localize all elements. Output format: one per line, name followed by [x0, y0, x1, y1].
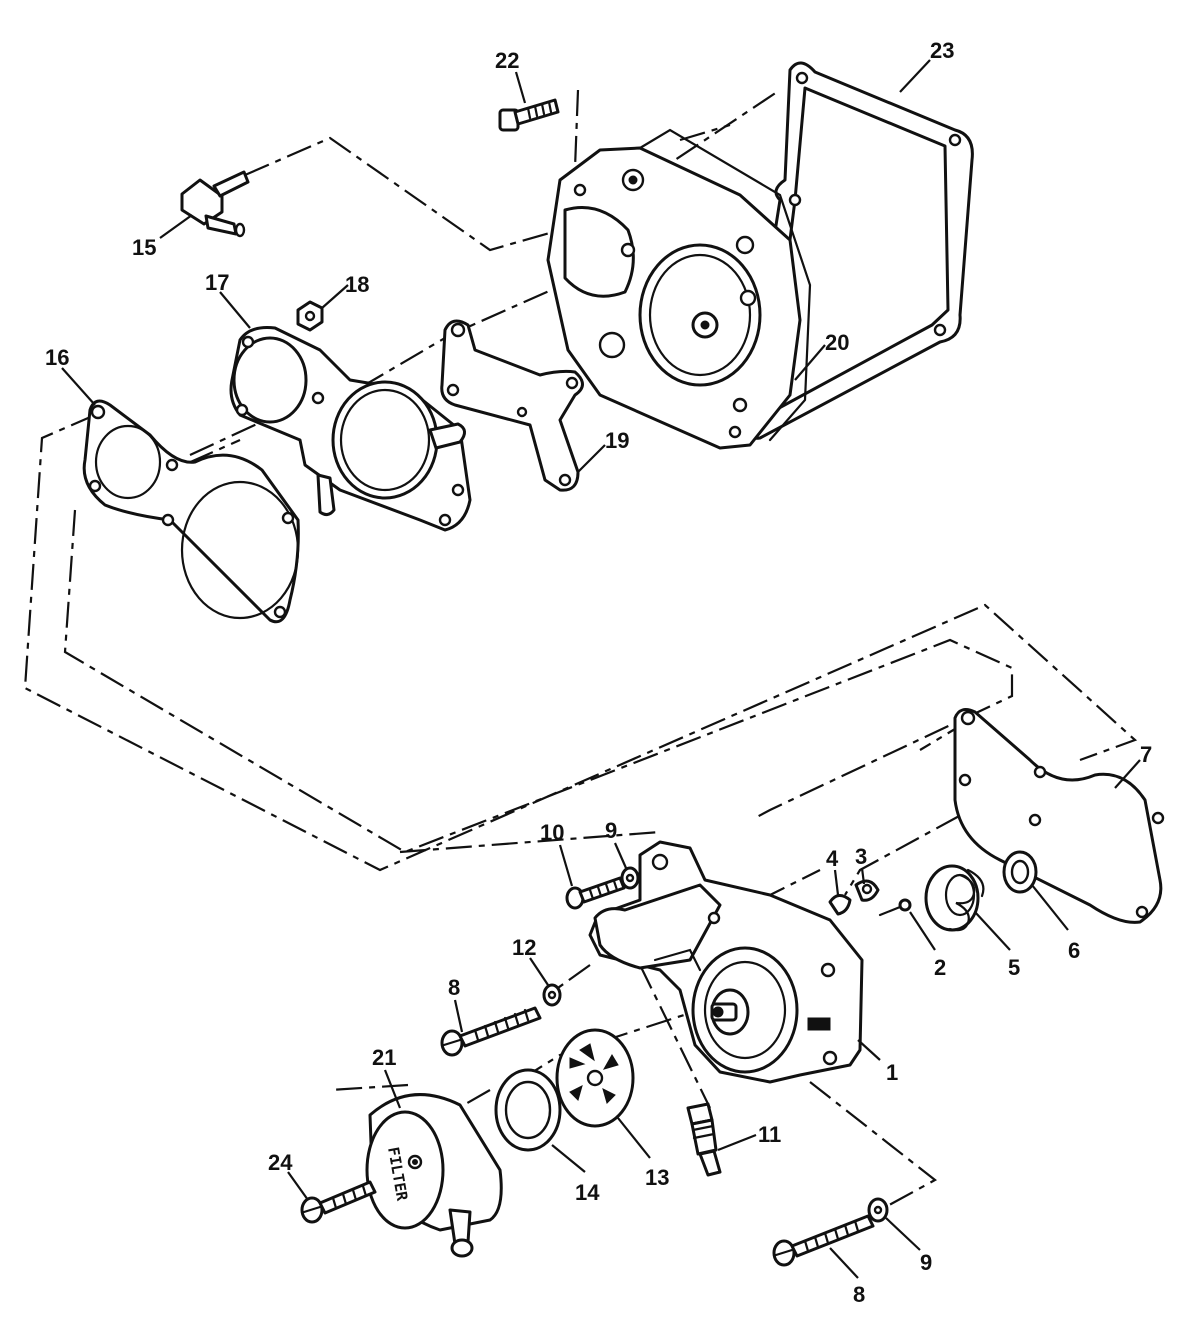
callout-24: 24	[268, 1150, 293, 1175]
pump-body-1	[588, 840, 864, 1084]
impeller-13	[555, 1028, 635, 1128]
callout-2: 2	[934, 955, 946, 980]
spring-5	[924, 864, 985, 932]
clip-3	[854, 879, 880, 902]
washer-6	[1002, 850, 1038, 894]
leader-lines	[61, 59, 1141, 1279]
pin-2	[878, 898, 912, 917]
callout-7: 7	[1140, 742, 1152, 767]
callout-5: 5	[1008, 955, 1020, 980]
filter-cover-21: FILTER	[365, 1093, 503, 1258]
screw-8-upper	[440, 1006, 542, 1057]
callout-1: 1	[886, 1060, 898, 1085]
nut-18	[296, 300, 324, 332]
callout-23: 23	[930, 38, 954, 63]
callout-19: 19	[605, 428, 629, 453]
callout-9-upper: 9	[605, 818, 617, 843]
bracket-19	[440, 319, 584, 492]
gasket-23	[742, 61, 974, 440]
callout-10: 10	[540, 820, 564, 845]
lockwasher-9-upper	[620, 866, 640, 890]
callout-15: 15	[132, 235, 156, 260]
screw-24	[300, 1180, 377, 1224]
callout-4: 4	[826, 846, 839, 871]
callout-numbers: 22 23 15 17 18 16 20 19 7 10 9 4 3 12 2 …	[45, 38, 1152, 1307]
lockwasher-9-lower	[867, 1197, 889, 1223]
clip-4	[828, 894, 852, 916]
callout-8-lower: 8	[853, 1282, 865, 1307]
callout-21: 21	[372, 1045, 396, 1070]
callout-8-upper: 8	[448, 975, 460, 1000]
callout-9-lower: 9	[920, 1250, 932, 1275]
callout-3: 3	[855, 844, 867, 869]
fitting-15	[180, 170, 250, 238]
callout-17: 17	[205, 270, 229, 295]
gasket-7	[953, 708, 1165, 924]
callout-11: 11	[758, 1122, 781, 1147]
callout-16: 16	[45, 345, 69, 370]
bolt-22	[498, 98, 560, 132]
callout-12: 12	[512, 935, 536, 960]
callout-18: 18	[345, 272, 369, 297]
callout-6: 6	[1068, 938, 1080, 963]
pump-body-20	[546, 128, 812, 450]
lockwasher-12	[542, 983, 562, 1007]
screw-8-lower	[772, 1214, 875, 1267]
callout-22: 22	[495, 48, 519, 73]
gasket-16	[82, 399, 300, 624]
adapter-plate-17	[229, 326, 472, 532]
callout-14: 14	[575, 1180, 600, 1205]
fitting-11	[686, 1102, 722, 1177]
callout-13: 13	[645, 1165, 669, 1190]
callout-20: 20	[825, 330, 849, 355]
screw-10	[565, 876, 626, 910]
washer-14	[494, 1068, 562, 1152]
